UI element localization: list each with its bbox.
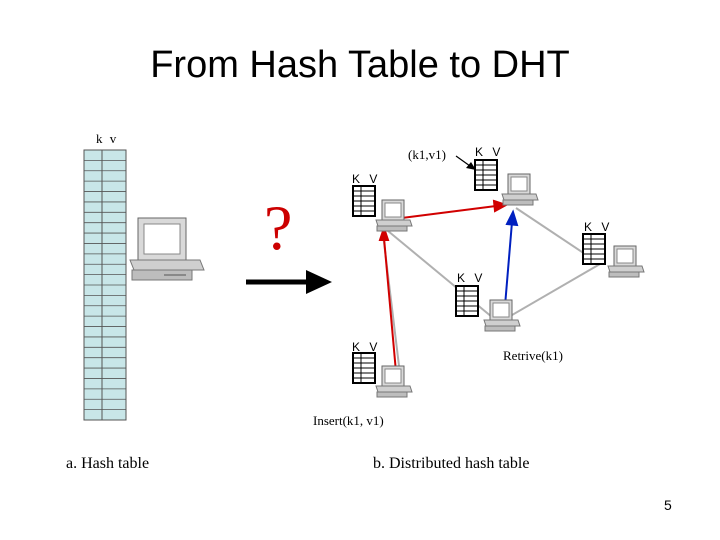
arrow-icon [246,270,332,294]
question-mark: ? [264,192,293,263]
node-kv-label: K V [352,340,381,354]
node-computer-icon [375,365,413,398]
node-kv-label: K V [475,145,504,159]
node-table [455,285,479,317]
node-kv-label: K V [584,220,613,234]
dht-nodes [352,159,645,398]
dht-caption: b. Distributed hash table [373,455,530,472]
retrieve-label: Retrive(k1) [503,348,563,363]
node-kv-label: K V [352,172,381,186]
hash-table-grid [83,149,127,421]
node-table [582,233,606,265]
node-kv-label: K V [457,271,486,285]
node-table [352,185,376,217]
node-computer-icon [483,299,521,332]
slide-title: From Hash Table to DHT [150,44,570,86]
computer-icon [129,217,205,281]
node-computer-icon [501,173,539,206]
page-number: 5 [664,497,672,513]
hash-table-header: k v [96,131,119,146]
node-computer-icon [607,245,645,278]
network-links [381,207,601,375]
node-table [474,159,498,191]
node-table [352,352,376,384]
node-computer-icon [375,199,413,232]
pair-label: (k1,v1) [408,147,446,162]
insert-label: Insert(k1, v1) [313,413,384,428]
hash-table-caption: a. Hash table [66,455,150,472]
pair-arrow [455,155,476,170]
